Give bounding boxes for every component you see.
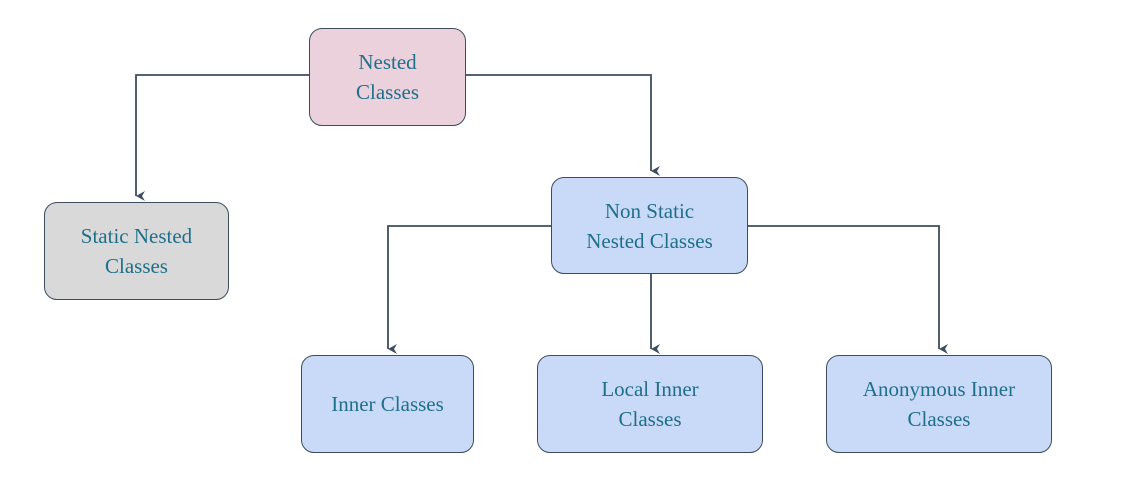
static-nested-label-line2: Classes [104,254,168,278]
connector-root-to-static-nested [135,74,309,201]
connector-non-static-nested-to-anonymous-inner [748,225,948,354]
local-inner-label-line1: Local Inner [601,377,699,401]
static-nested-classes-node: Static Nested Classes [44,202,229,300]
local-inner-classes-node: Local Inner Classes [537,355,763,453]
non-static-nested-classes-node: Non Static Nested Classes [551,177,748,274]
local-inner-label-line2: Classes [618,407,682,431]
non-static-label-line2: Nested Classes [586,228,713,253]
connector-non-static-nested-to-inner [387,225,551,354]
nested-classes-label-line2: Classes [356,80,419,104]
nested-classes-node: Nested Classes [309,28,466,126]
nested-classes-label-line1: Nested [358,50,417,74]
anonymous-inner-label-line1: Anonymous Inner [862,377,1016,401]
inner-classes-node: Inner Classes [301,355,474,453]
static-nested-label-line1: Static Nested [80,224,193,248]
anonymous-inner-label-line2: Classes [907,407,971,431]
inner-classes-label: Inner Classes [331,392,444,416]
anonymous-inner-classes-node: Anonymous Inner Classes [826,355,1052,453]
connector-root-to-non-static-nested [466,74,660,176]
edge-group [135,74,948,354]
non-static-label-line1: Non Static [604,198,695,223]
